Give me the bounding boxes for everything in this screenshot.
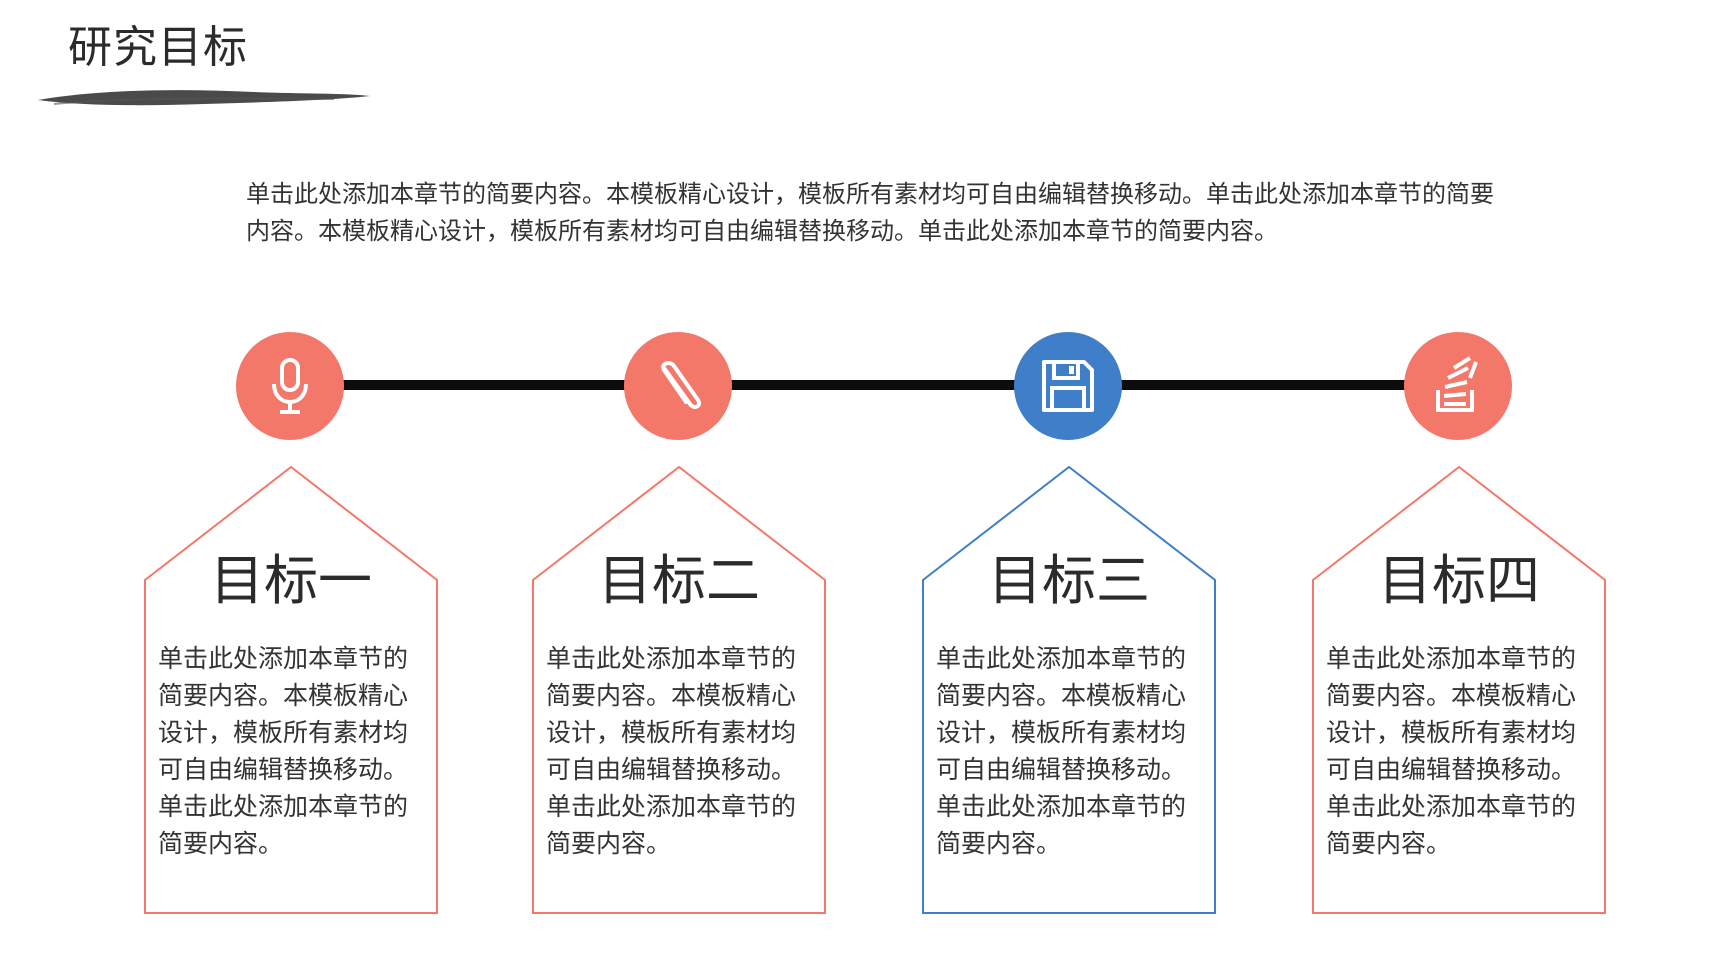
goal-1-icon-circle	[236, 332, 344, 440]
goal-card-2: 目标二 单击此处添加本章节的简要内容。本模板精心设计，模板所有素材均可自由编辑替…	[532, 466, 826, 914]
slide-title: 研究目标	[68, 22, 248, 73]
paperclip-icon	[661, 361, 701, 409]
timeline-line	[290, 380, 1450, 390]
card-outline	[1312, 466, 1606, 914]
goal-description: 单击此处添加本章节的简要内容。本模板精心设计，模板所有素材均可自由编辑替换移动。…	[546, 644, 797, 858]
card-outline	[532, 466, 826, 914]
card-outline	[922, 466, 1216, 914]
goal-3-icon-circle	[1014, 332, 1122, 440]
goal-2-icon-circle	[624, 332, 732, 440]
stack-overflow-icon	[1436, 356, 1478, 412]
intro-paragraph: 单击此处添加本章节的简要内容。本模板精心设计，模板所有素材均可自由编辑替换移动。…	[246, 180, 1494, 245]
goal-description: 单击此处添加本章节的简要内容。本模板精心设计，模板所有素材均可自由编辑替换移动。…	[158, 644, 409, 858]
goal-description: 单击此处添加本章节的简要内容。本模板精心设计，模板所有素材均可自由编辑替换移动。…	[1326, 644, 1577, 858]
floppy-disk-icon	[1042, 360, 1094, 412]
brush-stroke-decoration	[38, 90, 370, 106]
goal-card-1: 目标一 单击此处添加本章节的简要内容。本模板精心设计，模板所有素材均可自由编辑替…	[144, 466, 438, 914]
goal-description: 单击此处添加本章节的简要内容。本模板精心设计，模板所有素材均可自由编辑替换移动。…	[936, 644, 1187, 858]
goal-title: 目标三	[988, 549, 1150, 612]
goal-title: 目标一	[210, 549, 372, 612]
goal-title: 目标二	[598, 549, 760, 612]
goal-card-4: 目标四 单击此处添加本章节的简要内容。本模板精心设计，模板所有素材均可自由编辑替…	[1312, 466, 1606, 914]
goal-4-icon-circle	[1404, 332, 1512, 440]
goal-card-3: 目标三 单击此处添加本章节的简要内容。本模板精心设计，模板所有素材均可自由编辑替…	[922, 466, 1216, 914]
microphone-icon	[272, 358, 308, 414]
card-outline	[144, 466, 438, 914]
goal-title: 目标四	[1378, 549, 1540, 612]
